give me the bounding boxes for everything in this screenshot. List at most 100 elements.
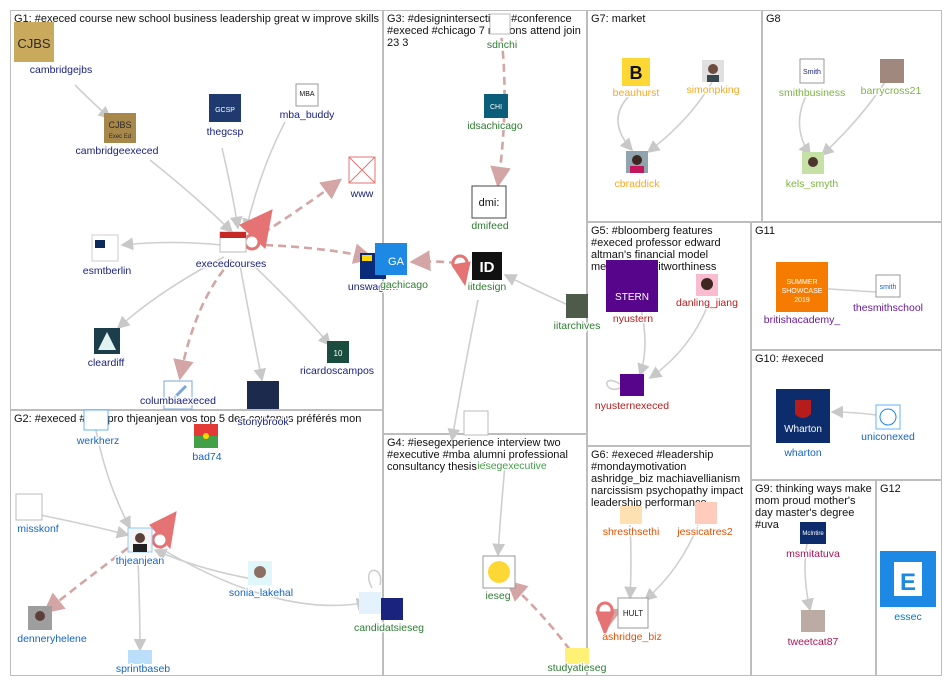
person-avatar: [801, 610, 825, 632]
sdn-logo: [489, 13, 511, 35]
node-label: esmtberlin: [83, 265, 132, 277]
node-label: shresthsethi: [603, 526, 660, 538]
execed-logo: [219, 231, 247, 253]
node-label: werkherz: [76, 435, 120, 447]
edge: [149, 159, 234, 234]
edge: [646, 81, 713, 153]
ricardo-avatar: 10: [327, 341, 349, 363]
node-label: thjeanjean: [116, 555, 165, 567]
node-label: simonpking: [686, 84, 739, 96]
group-title: G4: #iesegexperience interview two #exec…: [387, 437, 568, 473]
node-label: candidatsieseg: [354, 622, 424, 634]
svg-text:Smith: Smith: [803, 69, 821, 76]
marker-red: [243, 233, 261, 251]
group-title: G6: #execed #leadership #mondaymotivatio…: [591, 449, 744, 509]
essec-logo: E: [880, 551, 936, 607]
edge: [251, 178, 343, 242]
group-title: G1: #execed course new school business l…: [14, 13, 380, 25]
node-label: columbiaexeced: [140, 395, 216, 407]
edge: [116, 256, 225, 330]
node-label: nyustern: [613, 313, 653, 325]
group-box-g8: G8: [762, 10, 942, 222]
node-label: denneryhelene: [17, 633, 87, 645]
node-label: iitarchives: [554, 320, 601, 332]
edge: [221, 147, 243, 230]
node-label: nyusternexeced: [595, 400, 669, 412]
marker-red: [451, 261, 471, 287]
misskonf-logo: [15, 493, 43, 521]
node-label: execedcourses: [196, 258, 267, 270]
svg-text:B: B: [630, 63, 643, 83]
node-label: jessicatres2: [676, 526, 733, 538]
edge: [624, 524, 637, 600]
edge: [830, 405, 877, 419]
study-logo: [565, 648, 589, 664]
edge: [503, 274, 569, 306]
node-label: mba_buddy: [280, 109, 336, 121]
svg-text:SHOWCASE: SHOWCASE: [782, 288, 823, 295]
ga-logo: GA: [375, 243, 407, 275]
node-label: ricardoscampos: [300, 365, 374, 377]
person-avatar: [626, 151, 648, 173]
edge: [154, 544, 370, 611]
person-avatar: [127, 527, 153, 553]
archive-photo: [566, 294, 588, 318]
group-title: G12: [880, 483, 901, 495]
node-label: sonia_lakehal: [229, 587, 293, 599]
edge: [492, 464, 506, 557]
node-label: smithbusiness: [779, 87, 846, 99]
node-label: ashridge_biz: [602, 631, 662, 643]
node-label: iitdesign: [468, 281, 507, 293]
columbia-logo: [163, 380, 193, 410]
wharton-logo: Wharton: [776, 389, 830, 443]
svg-text:smith: smith: [880, 284, 897, 291]
marker-red: [151, 531, 169, 549]
edge: [239, 264, 267, 382]
cjbs-logo: CJBS: [14, 22, 54, 62]
nyu-logo: [620, 374, 644, 396]
person-avatar: [248, 561, 272, 585]
group-title: G7: market: [591, 13, 646, 25]
edge: [133, 559, 147, 652]
group-title: G8: [766, 13, 781, 25]
svg-text:dmi:: dmi:: [479, 197, 500, 209]
edge: [242, 121, 286, 232]
svg-text:ID: ID: [480, 259, 495, 276]
flag-avatar: [194, 424, 218, 448]
edge: [264, 243, 375, 264]
werkherz-logo: [83, 409, 109, 431]
node-label: cambridgejbs: [30, 64, 92, 76]
node-label: dmifeed: [471, 220, 509, 232]
svg-text:CJBS: CJBS: [108, 120, 131, 130]
node-label: uniconexed: [861, 431, 915, 443]
sprint-logo: [128, 650, 152, 664]
edge: [94, 424, 131, 530]
b-logo: B: [622, 58, 650, 86]
svg-text:STERN: STERN: [615, 292, 649, 303]
node-label: idsachicago: [467, 120, 523, 132]
group-title: G10: #execed: [755, 353, 824, 365]
edge: [637, 304, 650, 377]
node-label: kels_smyth: [786, 178, 839, 190]
node-label: cleardiff: [88, 357, 125, 369]
svg-text:CJBS: CJBS: [17, 36, 51, 51]
node-label: cbraddick: [615, 178, 661, 190]
person-avatar: [28, 606, 52, 630]
person-avatar: [696, 274, 718, 296]
node-label: gachicago: [380, 279, 428, 291]
edge: [447, 299, 479, 442]
person-avatar: [880, 59, 904, 83]
group-title: G11: [755, 225, 775, 237]
marker-red: [595, 611, 615, 637]
svg-text:McIntire: McIntire: [802, 531, 824, 537]
ieseg-logo: [482, 555, 516, 589]
ieseg-exec-logo: [463, 410, 489, 436]
node-label: ieseg: [485, 590, 510, 602]
person-avatar: [702, 60, 724, 82]
node-label: iesegexecutive: [477, 460, 547, 472]
group-box-g3: G3: #designintersections #conference #ex…: [383, 10, 587, 434]
node-label: cambridgeexeced: [76, 145, 159, 157]
